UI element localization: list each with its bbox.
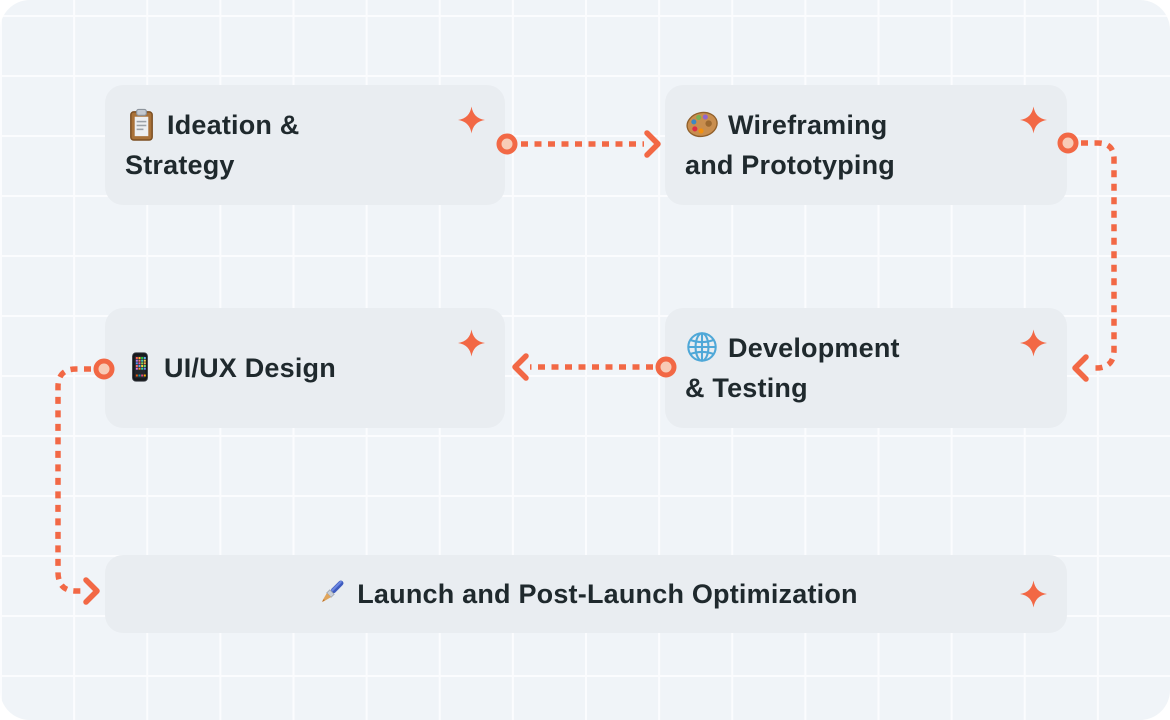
connector-ideation-to-wireframing — [496, 130, 661, 158]
card-launch-optimization: Launch and Post-Launch Optimization — [105, 555, 1067, 633]
card-text-line: and Prototyping — [685, 150, 895, 180]
globe-icon — [687, 332, 717, 362]
card-label: Ideation & Strategy — [125, 105, 300, 185]
card-wireframing-prototyping: Wireframing and Prototyping — [665, 85, 1067, 205]
clipboard-icon — [130, 108, 153, 141]
card-text-line: Ideation & — [167, 110, 300, 140]
card-label: UI/UX Design — [125, 348, 336, 388]
card-uiux-design: UI/UX Design — [105, 308, 505, 428]
card-text-line: Launch and Post-Launch Optimization — [357, 579, 858, 609]
sparkle-icon — [458, 106, 485, 134]
card-label: Launch and Post-Launch Optimization — [314, 574, 858, 614]
sparkle-icon — [458, 329, 485, 357]
card-text-line: Strategy — [125, 150, 235, 180]
sparkle-icon — [1020, 580, 1047, 608]
card-text-line: Development — [728, 333, 900, 363]
card-label: Wireframing and Prototyping — [685, 105, 895, 185]
sparkle-icon — [1020, 329, 1047, 357]
connector-development-to-uiux — [512, 353, 677, 381]
connector-wireframing-to-development — [1057, 132, 1117, 382]
card-text-line: Wireframing — [728, 110, 888, 140]
palette-icon — [686, 111, 718, 138]
card-ideation-strategy: Ideation & Strategy — [105, 85, 505, 205]
arrowhead-left-icon — [512, 353, 529, 381]
card-text-line: UI/UX Design — [164, 353, 336, 383]
mobile-phone-icon — [132, 352, 148, 382]
paintbrush-icon — [322, 580, 344, 603]
card-label: Development & Testing — [685, 328, 900, 408]
card-text-line: & Testing — [685, 373, 808, 403]
connector-uiux-to-launch — [55, 358, 115, 605]
sparkle-icon — [1020, 106, 1047, 134]
arrowhead-left-icon — [1072, 354, 1089, 382]
card-development-testing: Development & Testing — [665, 308, 1067, 428]
arrowhead-right-icon — [644, 130, 661, 158]
arrowhead-right-icon — [83, 577, 100, 605]
